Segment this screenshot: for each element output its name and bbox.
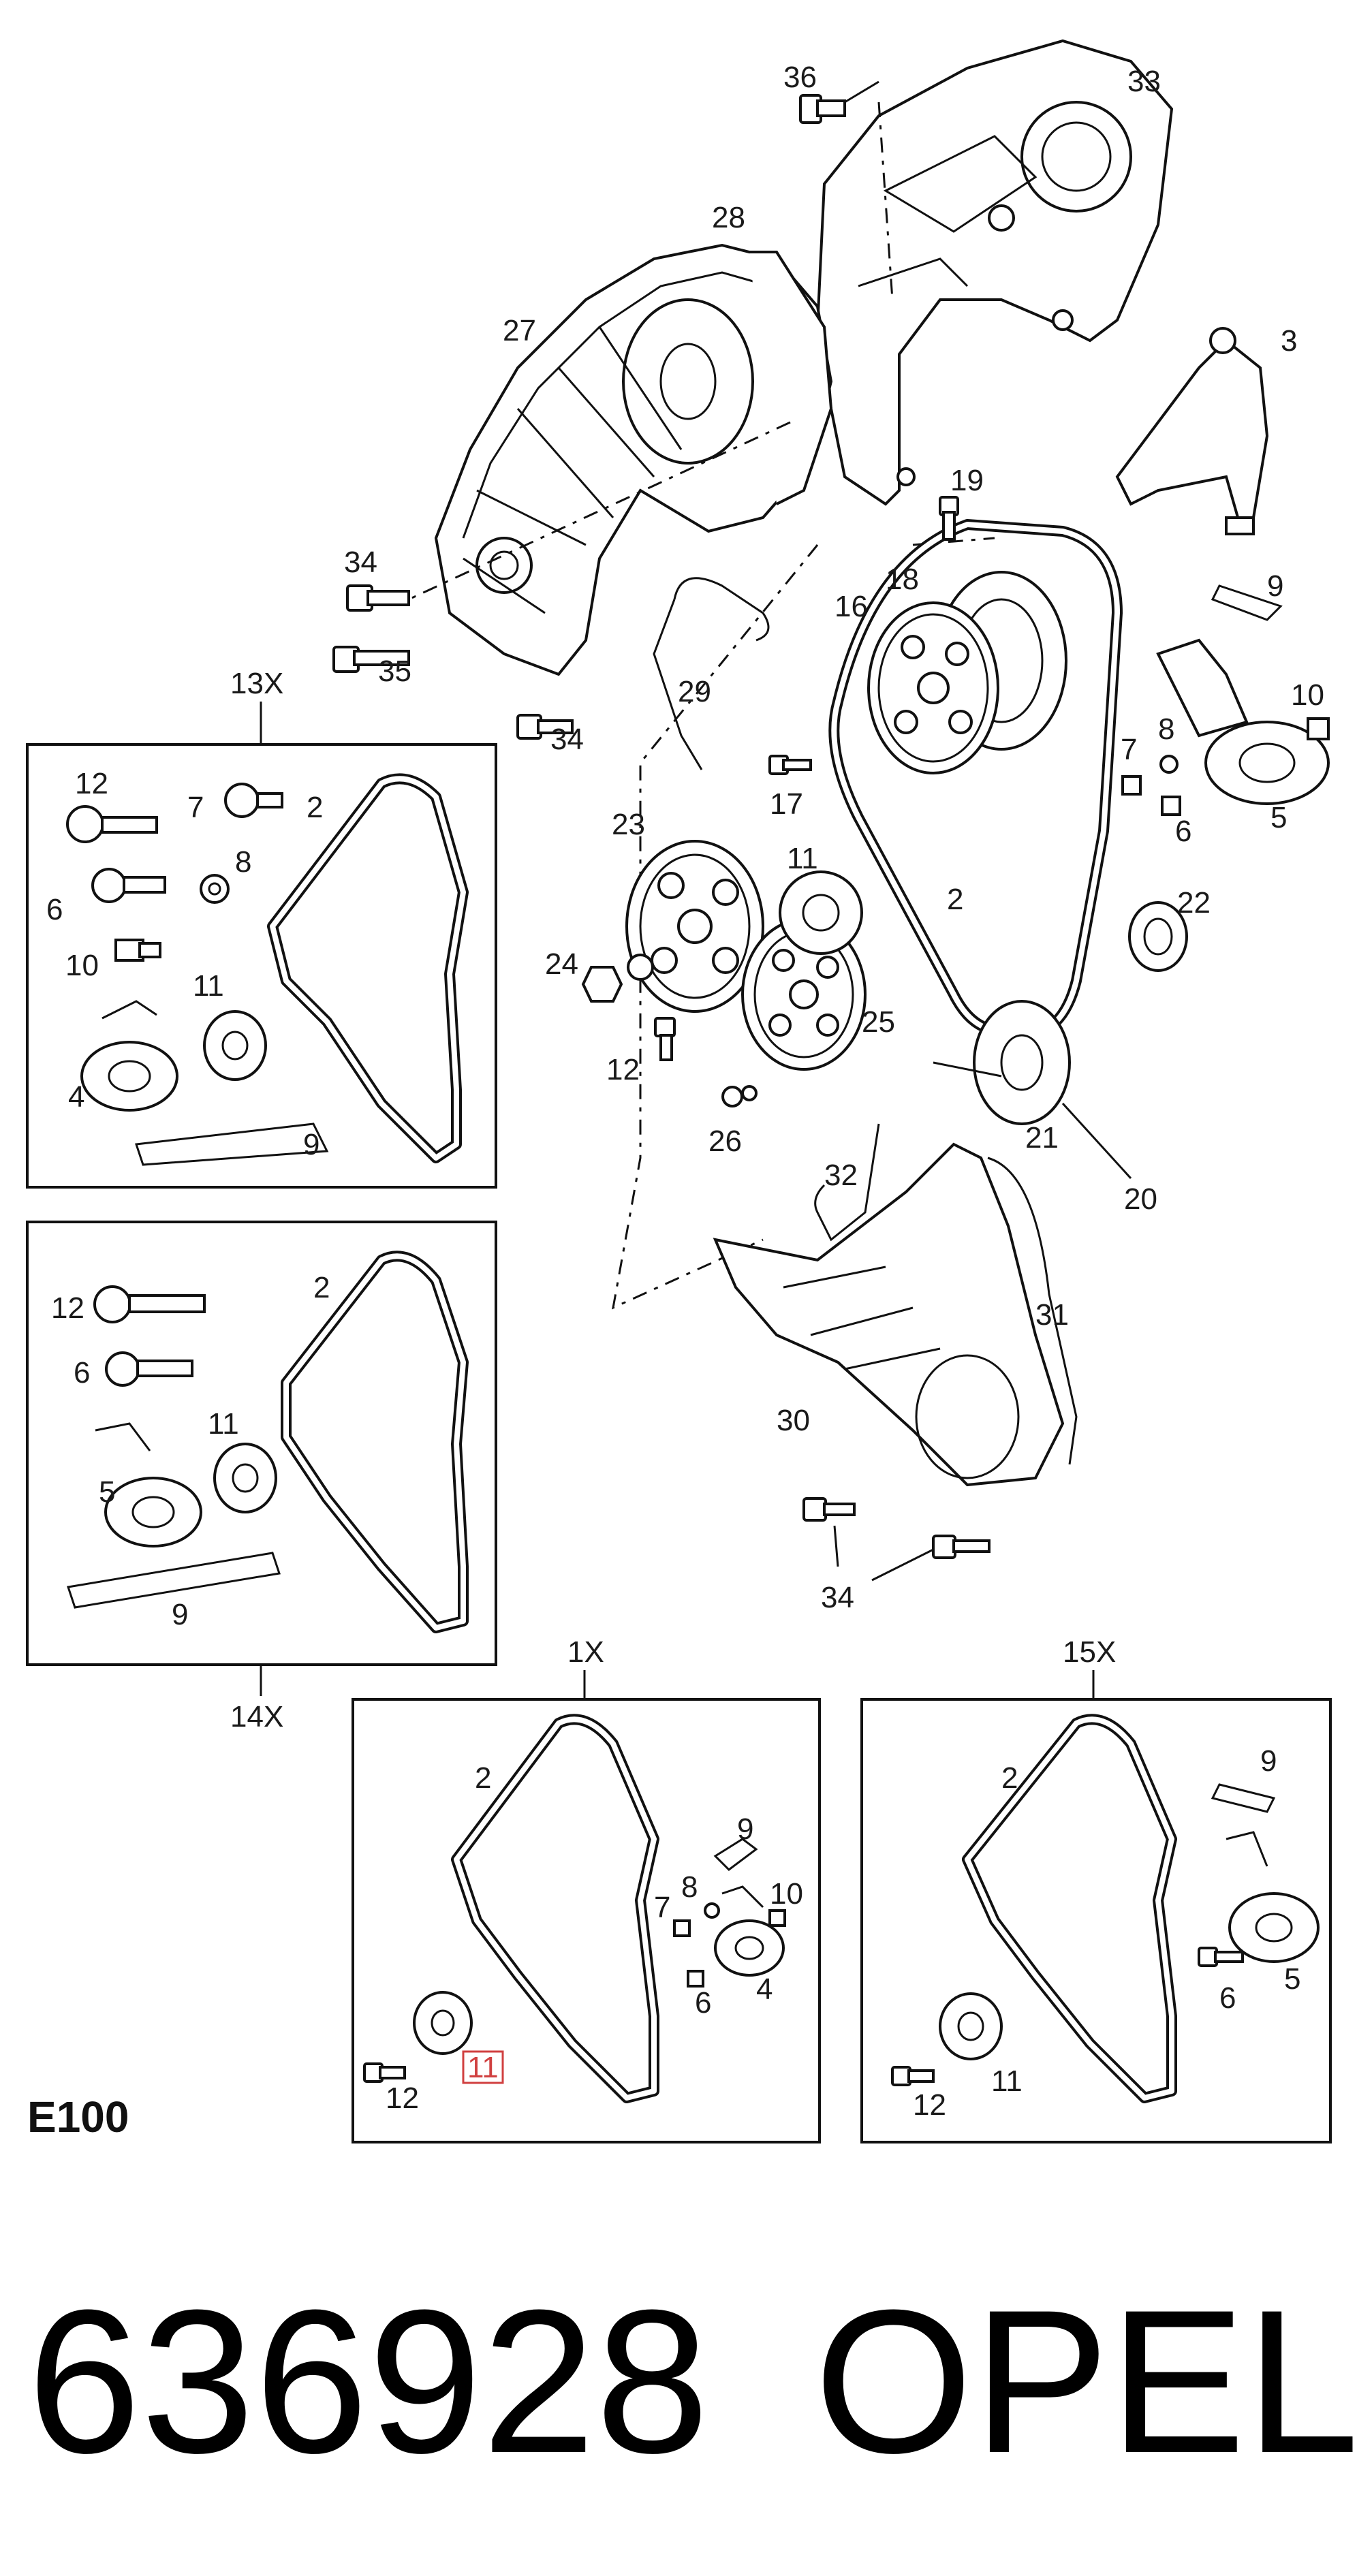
box-15x-label-5: 5 bbox=[1284, 1962, 1300, 1996]
main-belt-assembly bbox=[828, 519, 1123, 1041]
callout-21: 21 bbox=[1025, 1121, 1059, 1155]
bolts-34-lower bbox=[802, 1497, 991, 1582]
box-1x-label-8: 8 bbox=[681, 1870, 698, 1904]
callout-11: 11 bbox=[787, 842, 818, 875]
box-1x-label-2: 2 bbox=[475, 1761, 491, 1795]
box-15x-label-12: 12 bbox=[913, 2088, 946, 2122]
box-15x-label-6: 6 bbox=[1219, 1981, 1236, 2015]
callout-9: 9 bbox=[1267, 569, 1283, 603]
callout-18: 18 bbox=[886, 563, 919, 596]
rear-timing-cover bbox=[815, 39, 1174, 506]
box-14x-label-12: 12 bbox=[51, 1291, 84, 1325]
box-14x-label-5: 5 bbox=[99, 1475, 115, 1509]
callout-10: 10 bbox=[1291, 678, 1324, 712]
kit-box-13x: 13X 12 7 2 8 6 10 11 4 bbox=[26, 667, 497, 1189]
box-14x-label-2: 2 bbox=[313, 1271, 330, 1304]
callout-35: 35 bbox=[378, 655, 411, 688]
bolts-34-35 bbox=[332, 584, 574, 740]
box-1x-label-11-highlighted: 11 bbox=[467, 2051, 499, 2084]
callout-36: 36 bbox=[783, 61, 817, 94]
callout-19: 19 bbox=[950, 464, 984, 497]
lower-timing-cover bbox=[713, 1123, 1078, 1487]
box-14x-label-9: 9 bbox=[172, 1598, 188, 1631]
callout-30: 30 bbox=[777, 1404, 810, 1437]
box-13x-label-11: 11 bbox=[193, 969, 224, 1003]
brand-name: OPEL bbox=[814, 2267, 1357, 2496]
callout-32: 32 bbox=[824, 1159, 858, 1192]
box-13x-label-6: 6 bbox=[46, 893, 63, 926]
callout-34a: 34 bbox=[344, 546, 377, 579]
callout-26: 26 bbox=[708, 1125, 742, 1158]
callout-12: 12 bbox=[606, 1053, 640, 1086]
box-14x-label-6: 6 bbox=[74, 1356, 90, 1389]
box-1x-label-4: 4 bbox=[756, 1973, 773, 2006]
bolt-36 bbox=[799, 80, 879, 124]
seal-29 bbox=[653, 577, 770, 770]
seal-22 bbox=[1128, 901, 1188, 972]
bolt-19 bbox=[939, 496, 959, 541]
upper-timing-cover bbox=[434, 243, 833, 676]
callout-28: 28 bbox=[712, 201, 745, 234]
fasteners-24-12-26 bbox=[581, 954, 758, 1108]
tensioner-assembly-right bbox=[1121, 584, 1330, 816]
main-exploded-view: 36 33 28 27 3 19 18 16 9 34 35 34 29 10 … bbox=[332, 39, 1330, 1614]
bolt-17 bbox=[768, 755, 812, 775]
box-13x-label-12: 12 bbox=[75, 767, 108, 800]
box-13x-label-4: 4 bbox=[68, 1080, 84, 1114]
callout-31: 31 bbox=[1035, 1298, 1069, 1332]
callout-34b: 34 bbox=[550, 723, 584, 756]
callout-16: 16 bbox=[835, 590, 868, 623]
box-14x-title: 14X bbox=[230, 1700, 283, 1733]
callout-27: 27 bbox=[503, 314, 536, 347]
callout-3: 3 bbox=[1281, 324, 1297, 358]
callout-33: 33 bbox=[1127, 65, 1161, 98]
box-13x-label-2: 2 bbox=[307, 791, 323, 824]
box-15x-label-9: 9 bbox=[1260, 1744, 1277, 1778]
bracket-3 bbox=[1115, 327, 1269, 535]
part-number: 636928 bbox=[27, 2267, 709, 2496]
section-code: E100 bbox=[27, 2092, 129, 2141]
box-13x-label-7: 7 bbox=[187, 791, 204, 824]
callout-24: 24 bbox=[545, 947, 578, 981]
callout-17: 17 bbox=[770, 787, 803, 821]
box-14x-label-11: 11 bbox=[208, 1407, 239, 1441]
main-callout-labels: 36 33 28 27 3 19 18 16 9 34 35 34 29 10 … bbox=[344, 61, 1324, 1614]
kit-box-14x: 14X 12 2 6 11 5 9 bbox=[26, 1221, 497, 1733]
box-13x-label-8: 8 bbox=[235, 845, 251, 879]
box-15x-label-2: 2 bbox=[1001, 1761, 1018, 1795]
callout-22: 22 bbox=[1177, 886, 1211, 920]
callout-5: 5 bbox=[1270, 801, 1287, 834]
callout-20: 20 bbox=[1124, 1182, 1157, 1216]
kit-box-1x: 1X 2 9 7 8 10 6 4 11 12 bbox=[352, 1635, 821, 2143]
box-1x-label-10: 10 bbox=[770, 1877, 803, 1911]
callout-7: 7 bbox=[1121, 733, 1137, 766]
callout-8: 8 bbox=[1158, 712, 1174, 746]
box-1x-title: 1X bbox=[567, 1635, 604, 1669]
callout-25: 25 bbox=[862, 1005, 895, 1039]
callout-34c: 34 bbox=[821, 1581, 854, 1614]
callout-29: 29 bbox=[678, 675, 711, 708]
callout-2: 2 bbox=[947, 883, 963, 916]
box-1x-label-6: 6 bbox=[695, 1986, 711, 2020]
box-1x-label-7: 7 bbox=[654, 1891, 670, 1924]
highlight-box-11 bbox=[462, 2050, 504, 2084]
sprockets-23-25 bbox=[625, 840, 867, 1071]
box-15x-title: 15X bbox=[1063, 1635, 1116, 1669]
box-13x-title: 13X bbox=[230, 667, 283, 700]
crank-sprocket bbox=[933, 1000, 1132, 1180]
box-15x-label-11: 11 bbox=[991, 2064, 1023, 2098]
box-13x-label-9: 9 bbox=[303, 1128, 319, 1161]
box-1x-label-12: 12 bbox=[386, 2082, 419, 2115]
callout-6: 6 bbox=[1175, 815, 1191, 848]
callout-23: 23 bbox=[612, 808, 645, 841]
box-13x-label-10: 10 bbox=[65, 949, 99, 982]
box-1x-label-9: 9 bbox=[737, 1812, 753, 1846]
kit-box-15x: 15X 2 9 5 6 11 12 bbox=[860, 1635, 1332, 2143]
